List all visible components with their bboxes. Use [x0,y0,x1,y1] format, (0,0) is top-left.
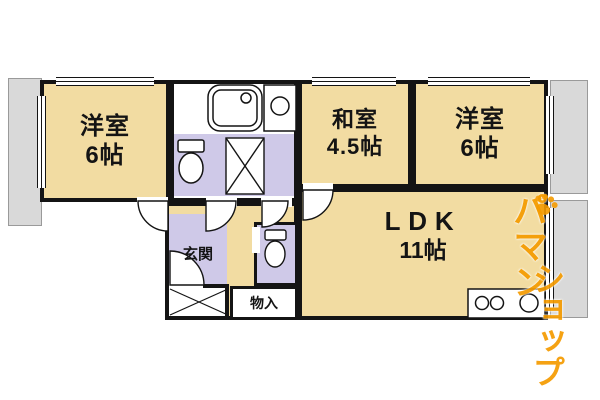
window [37,96,46,188]
room-name: LDK [384,205,462,236]
room-name: 洋室 [455,105,505,133]
balcony-right-top [550,80,588,194]
entrance-label: 玄関 [182,246,213,263]
watermark-text: ショップ [528,262,565,386]
window [312,77,396,86]
toilet-room [254,222,298,286]
room-japanese: 和室 4.5帖 [298,80,412,188]
room-name: 和室 [331,107,378,133]
room-size: 6帖 [85,142,125,169]
washroom-floor [174,134,294,196]
balcony-left [8,78,42,226]
entrance-porch [165,284,229,320]
window [56,77,154,86]
room-name: 洋室 [80,112,130,140]
storage-label: 物入 [250,295,278,311]
window [428,77,530,86]
window [545,208,554,308]
room-western-left: 洋室 6帖 [40,80,170,202]
window [545,96,554,174]
room-western-right: 洋室 6帖 [412,80,548,188]
room-size: 11帖 [399,236,447,263]
paw-print-icon [535,193,558,215]
storage-closet: 物入 [230,286,298,320]
room-size: 4.5帖 [326,134,384,159]
room-size: 6帖 [460,135,500,162]
